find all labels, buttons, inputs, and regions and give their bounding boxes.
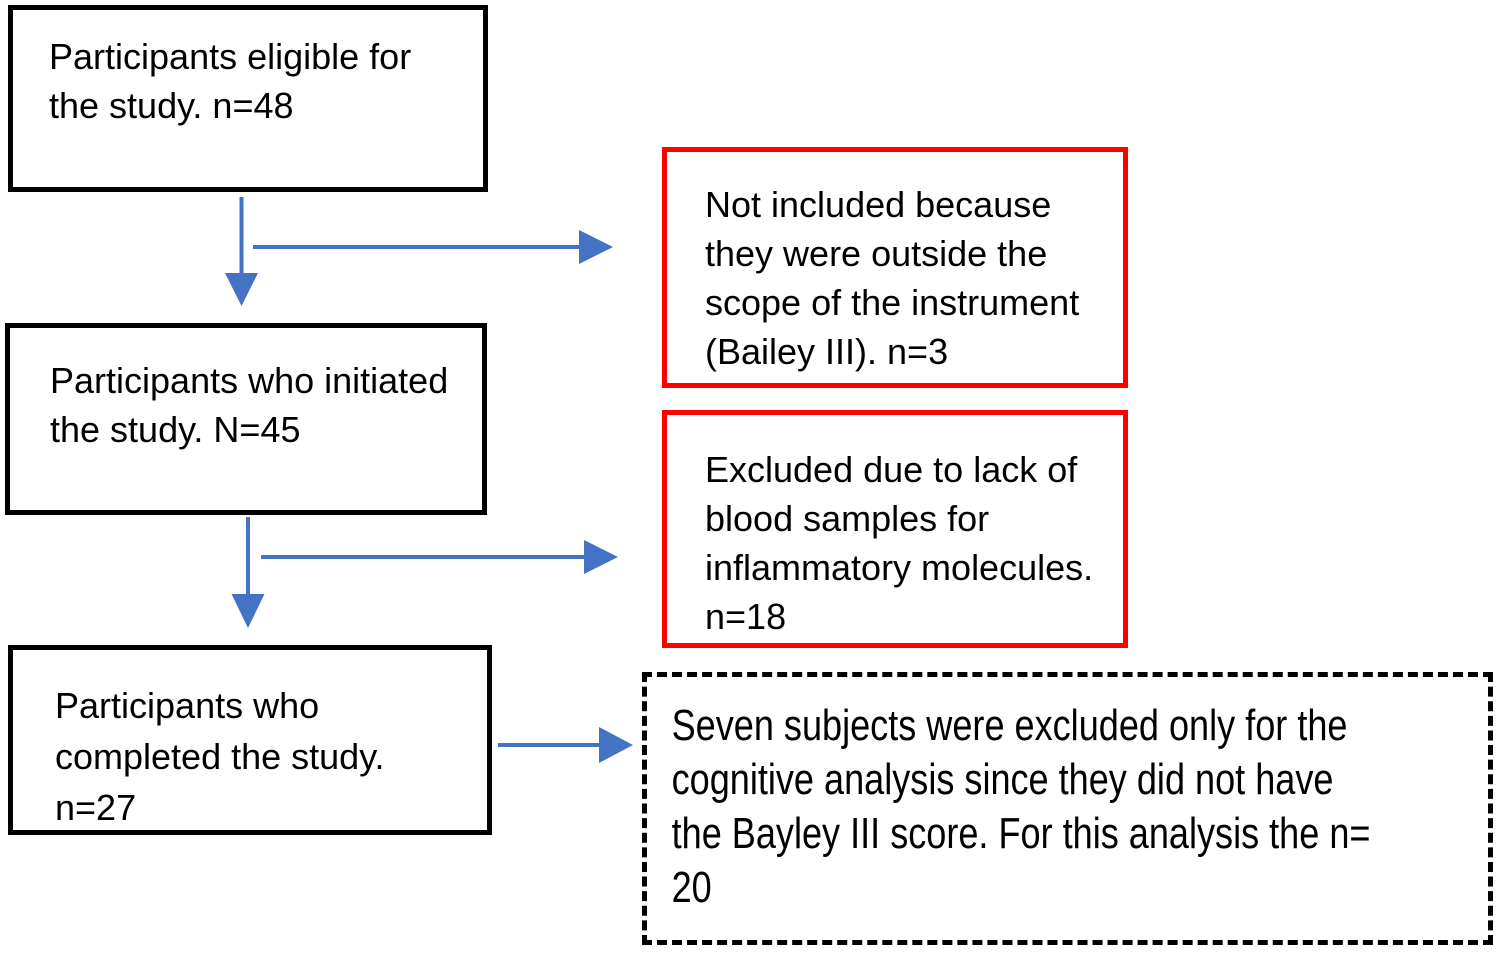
- exclusion-box-blood-samples: Excluded due to lack of blood samples fo…: [662, 410, 1128, 648]
- flow-box-initiated: Participants who initiated the study. N=…: [5, 323, 487, 515]
- arrow-initiated-to-completed: [231, 517, 265, 628]
- arrow-head-right-icon: [579, 230, 613, 264]
- arrow-eligible-to-initiated: [225, 197, 258, 306]
- arrow-head-right-icon: [599, 727, 633, 763]
- exclusion-box-not-included-text: Not included because they were outside t…: [705, 184, 1080, 372]
- flow-box-eligible: Participants eligible for the study. n=4…: [8, 5, 488, 192]
- exclusion-box-not-included: Not included because they were outside t…: [662, 147, 1128, 388]
- arrow-branch-to-not-included: [253, 230, 613, 264]
- flow-box-eligible-text: Participants eligible for the study. n=4…: [49, 36, 412, 126]
- flow-box-completed: Participants who completed the study. n=…: [8, 645, 492, 835]
- arrow-branch-to-excluded-blood: [261, 540, 618, 574]
- note-box-cognitive-analysis-text: Seven subjects were excluded only for th…: [671, 701, 1371, 912]
- arrow-head-down-icon: [231, 594, 265, 628]
- note-box-cognitive-analysis: Seven subjects were excluded only for th…: [642, 672, 1493, 945]
- flow-box-initiated-text: Participants who initiated the study. N=…: [50, 360, 449, 450]
- arrow-completed-to-note: [498, 727, 633, 763]
- arrow-head-down-icon: [225, 273, 258, 306]
- exclusion-box-blood-samples-text: Excluded due to lack of blood samples fo…: [705, 449, 1094, 637]
- arrow-head-right-icon: [584, 540, 618, 574]
- flow-box-completed-text: Participants who completed the study. n=…: [55, 685, 385, 828]
